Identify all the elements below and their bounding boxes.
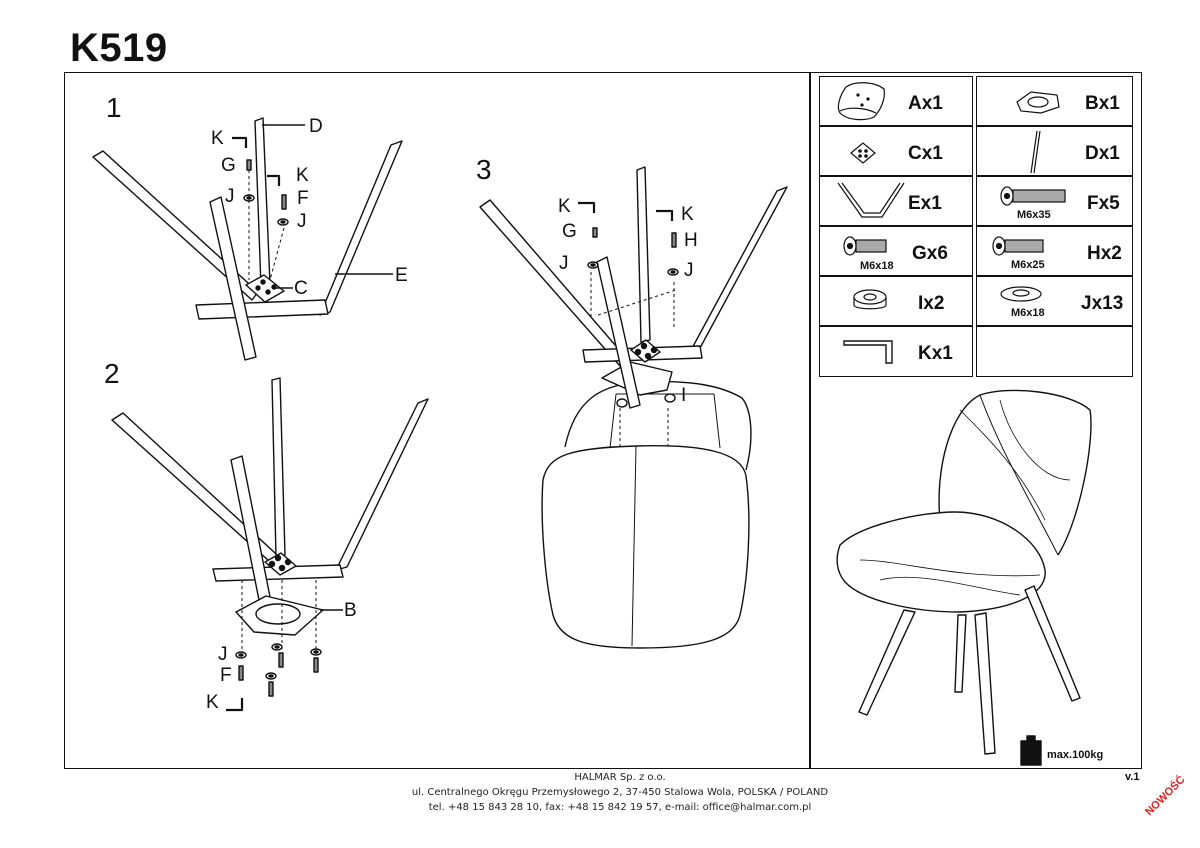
callout-label: H — [684, 230, 698, 251]
callout-label: C — [294, 278, 308, 299]
callout-label: J — [218, 644, 228, 665]
weight-icon — [1020, 735, 1042, 766]
part-label: Cx1 — [908, 143, 943, 164]
part-label: Gx6 — [912, 243, 948, 264]
part-cell-a: Ax1 — [819, 76, 973, 126]
part-label: Ex1 — [908, 193, 942, 214]
part-label: Jx13 — [1081, 293, 1124, 314]
callout-label: G — [221, 155, 236, 176]
bolt-icon — [992, 236, 1044, 256]
swivel-plate-icon — [1016, 91, 1060, 114]
callout-label: F — [220, 665, 232, 686]
part-spec: M6x25 — [1011, 259, 1045, 271]
callout-label: F — [297, 188, 309, 209]
callout-label: K — [296, 165, 309, 186]
part-cell-c: Cx1 — [819, 126, 973, 176]
part-cell-empty — [976, 326, 1133, 377]
step-number: 3 — [476, 154, 492, 185]
bolt-icon — [843, 236, 887, 256]
part-cell-j: M6x18 Jx13 — [976, 276, 1133, 326]
part-cell-i: Ix2 — [819, 276, 973, 326]
step3-illustration — [479, 166, 788, 649]
mounting-plate-icon — [850, 142, 876, 164]
part-cell-d: Dx1 — [976, 126, 1133, 176]
leg-icon — [1030, 130, 1041, 174]
document-title: K519 — [70, 26, 168, 70]
part-cell-g: M6x18 Gx6 — [819, 226, 973, 276]
callout-label: K — [558, 196, 571, 217]
callout-label: J — [559, 253, 569, 274]
part-cell-h: M6x25 Hx2 — [976, 226, 1133, 276]
part-label: Ax1 — [908, 93, 943, 114]
frame-icon — [837, 182, 905, 218]
step-number: 2 — [104, 358, 120, 389]
max-load-label: max.100kg — [1047, 749, 1104, 761]
part-cell-k: Kx1 — [819, 326, 973, 377]
part-cell-f: M6x35 Fx5 — [976, 176, 1133, 226]
part-spec: M6x18 — [860, 260, 894, 272]
footer-company: HALMAR Sp. z o.o. — [574, 772, 666, 783]
step2-illustration — [111, 377, 429, 712]
part-spec: M6x18 — [1011, 307, 1045, 319]
callout-label: G — [562, 221, 577, 242]
callout-label: J — [225, 186, 235, 207]
part-label: Ix2 — [918, 293, 945, 314]
part-label: Hx2 — [1087, 243, 1122, 264]
callout-label: J — [684, 260, 694, 281]
callout-label: D — [309, 116, 323, 137]
callout-label: K — [211, 128, 224, 149]
footer-contact: tel. +48 15 843 28 10, fax: +48 15 842 1… — [428, 802, 812, 813]
part-label: Kx1 — [918, 343, 953, 364]
washer-icon — [1000, 286, 1042, 302]
callout-label: E — [395, 265, 408, 286]
panel-divider — [809, 72, 811, 769]
part-label: Fx5 — [1087, 193, 1120, 214]
spacer-ring-icon — [853, 289, 887, 310]
callout-label: I — [681, 385, 687, 406]
allen-key-icon — [843, 340, 893, 364]
step1-illustration — [92, 117, 403, 361]
part-spec: M6x35 — [1017, 209, 1051, 221]
seat-icon — [837, 82, 885, 121]
callout-label: K — [206, 692, 219, 713]
bolt-icon — [1000, 186, 1066, 206]
part-label: Dx1 — [1085, 143, 1120, 164]
part-label: Bx1 — [1085, 93, 1120, 114]
assembled-chair-illustration — [836, 389, 1092, 755]
callout-label: B — [344, 600, 357, 621]
callout-label: J — [297, 211, 307, 232]
version-label: v.1 — [1125, 771, 1140, 783]
part-cell-b: Bx1 — [976, 76, 1133, 126]
callout-label: K — [681, 204, 694, 225]
step-number: 1 — [106, 92, 122, 123]
part-cell-e: Ex1 — [819, 176, 973, 226]
instruction-frame — [64, 72, 1142, 769]
footer-address: ul. Centralnego Okręgu Przemysłowego 2, … — [411, 787, 829, 798]
